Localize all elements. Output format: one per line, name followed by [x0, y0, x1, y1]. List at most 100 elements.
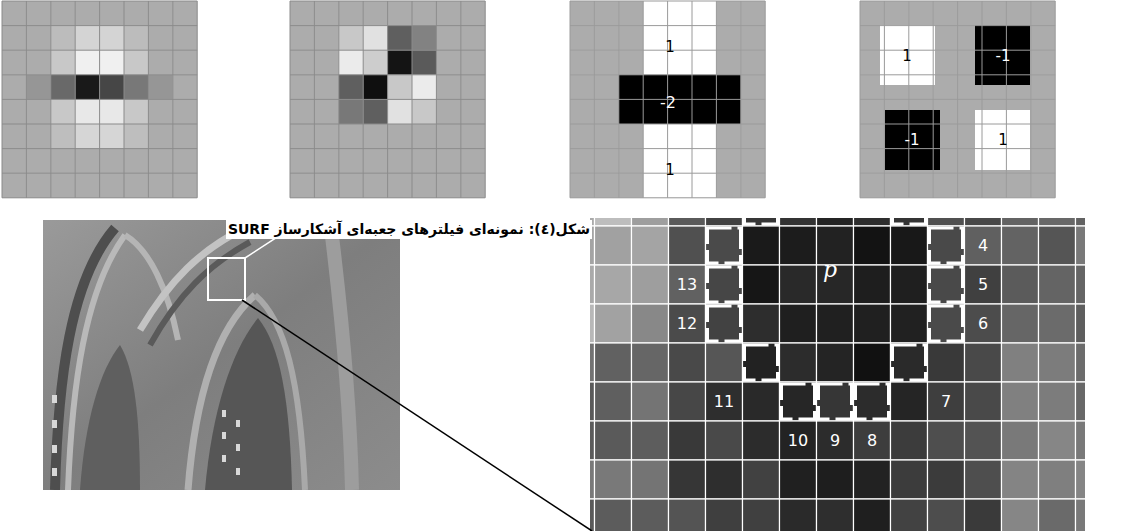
filter-cell — [860, 1, 884, 26]
filter-weight: 1 — [902, 49, 912, 64]
filter-cell — [2, 124, 26, 149]
filter-grid — [2, 1, 197, 198]
filter-cell — [75, 50, 99, 75]
image-pixel — [1076, 343, 1086, 382]
grid-line — [290, 173, 485, 174]
image-pixel — [743, 218, 780, 226]
image-pixel — [669, 421, 706, 460]
callout-number: 9 — [830, 433, 840, 449]
filter-cell — [594, 173, 618, 198]
image-pixel — [706, 304, 743, 343]
filter-cell — [619, 124, 643, 149]
filter-cell — [860, 173, 884, 198]
box-filters — [2, 1, 1055, 198]
image-pixel — [1002, 265, 1039, 304]
image-pixel — [743, 421, 780, 460]
grid-line — [460, 1, 461, 198]
filter-lobe — [975, 110, 1030, 170]
image-pixel — [854, 226, 891, 265]
image-pixel — [780, 499, 817, 531]
callout-number: 5 — [978, 277, 988, 293]
filter-cell — [1031, 124, 1055, 149]
filter-cell — [173, 75, 197, 100]
filter-cell — [619, 173, 643, 198]
image-pixel — [965, 265, 1002, 304]
image-pixel — [590, 460, 595, 499]
image-pixel — [706, 460, 743, 499]
filter-cell — [594, 149, 618, 174]
filter-cell — [594, 99, 618, 124]
image-pixel — [891, 421, 928, 460]
filter-cell — [26, 26, 50, 51]
image-pixel — [669, 499, 706, 531]
filter-cell — [124, 99, 148, 124]
image-pixel — [706, 382, 743, 421]
callout-number: 12 — [677, 316, 697, 332]
filter-cell — [933, 26, 957, 51]
filter-cell — [1006, 173, 1030, 198]
filter-cell — [461, 75, 485, 100]
filter-cell — [363, 1, 387, 26]
image-pixel — [743, 460, 780, 499]
image-pixel — [669, 218, 706, 226]
filter-cell — [2, 26, 26, 51]
filter-weight: -1 — [996, 49, 1011, 64]
grid-line — [1030, 1, 1031, 198]
filter-cell — [26, 1, 50, 26]
image-pixel — [965, 304, 1002, 343]
filter-cell — [741, 149, 765, 174]
filter-cell — [148, 75, 172, 100]
filter-cell — [75, 99, 99, 124]
filter-cell — [363, 149, 387, 174]
image-pixel — [706, 226, 743, 265]
image-pixel — [1039, 226, 1076, 265]
filter-cell — [100, 26, 124, 51]
filter-cell — [461, 124, 485, 149]
image-pixel — [632, 421, 669, 460]
filter-cell — [741, 124, 765, 149]
image-pixel — [817, 421, 854, 460]
grid-line — [982, 1, 983, 198]
filter-cell — [124, 1, 148, 26]
filter-cell — [339, 50, 363, 75]
image-pixel — [780, 421, 817, 460]
filter-cell — [173, 99, 197, 124]
filter-cell — [314, 26, 338, 51]
image-pixel — [669, 304, 706, 343]
filter-cell — [290, 173, 314, 198]
filter-cell — [26, 75, 50, 100]
image-pixel — [891, 218, 928, 226]
filter-cell — [339, 173, 363, 198]
image-pixel — [891, 499, 928, 531]
grid-line — [436, 1, 437, 198]
image-pixel — [891, 304, 928, 343]
filter-cell — [51, 99, 75, 124]
image-pixel — [854, 218, 891, 226]
image-pixel — [595, 265, 632, 304]
filter-cell — [363, 124, 387, 149]
filter-cell — [1031, 173, 1055, 198]
image-pixel — [1002, 343, 1039, 382]
filter-cell — [741, 26, 765, 51]
image-pixel — [1002, 304, 1039, 343]
filter-cell — [314, 99, 338, 124]
image-pixel — [817, 382, 854, 421]
filter-cell — [388, 26, 412, 51]
filter-cell — [100, 173, 124, 198]
filter-cell — [570, 173, 594, 198]
filter-cell — [436, 1, 460, 26]
filter-cell — [594, 50, 618, 75]
filter-cell — [100, 124, 124, 149]
filter-lobe — [643, 124, 716, 198]
filter-cell — [860, 149, 884, 174]
filter-cell — [26, 173, 50, 198]
filter-weight: -1 — [905, 133, 920, 148]
image-pixel — [854, 304, 891, 343]
filter-cell — [75, 1, 99, 26]
image-pixel — [632, 304, 669, 343]
filter-cell — [1031, 50, 1055, 75]
image-pixel — [590, 382, 595, 421]
grid-line — [1006, 1, 1007, 198]
image-pixel — [1076, 304, 1086, 343]
